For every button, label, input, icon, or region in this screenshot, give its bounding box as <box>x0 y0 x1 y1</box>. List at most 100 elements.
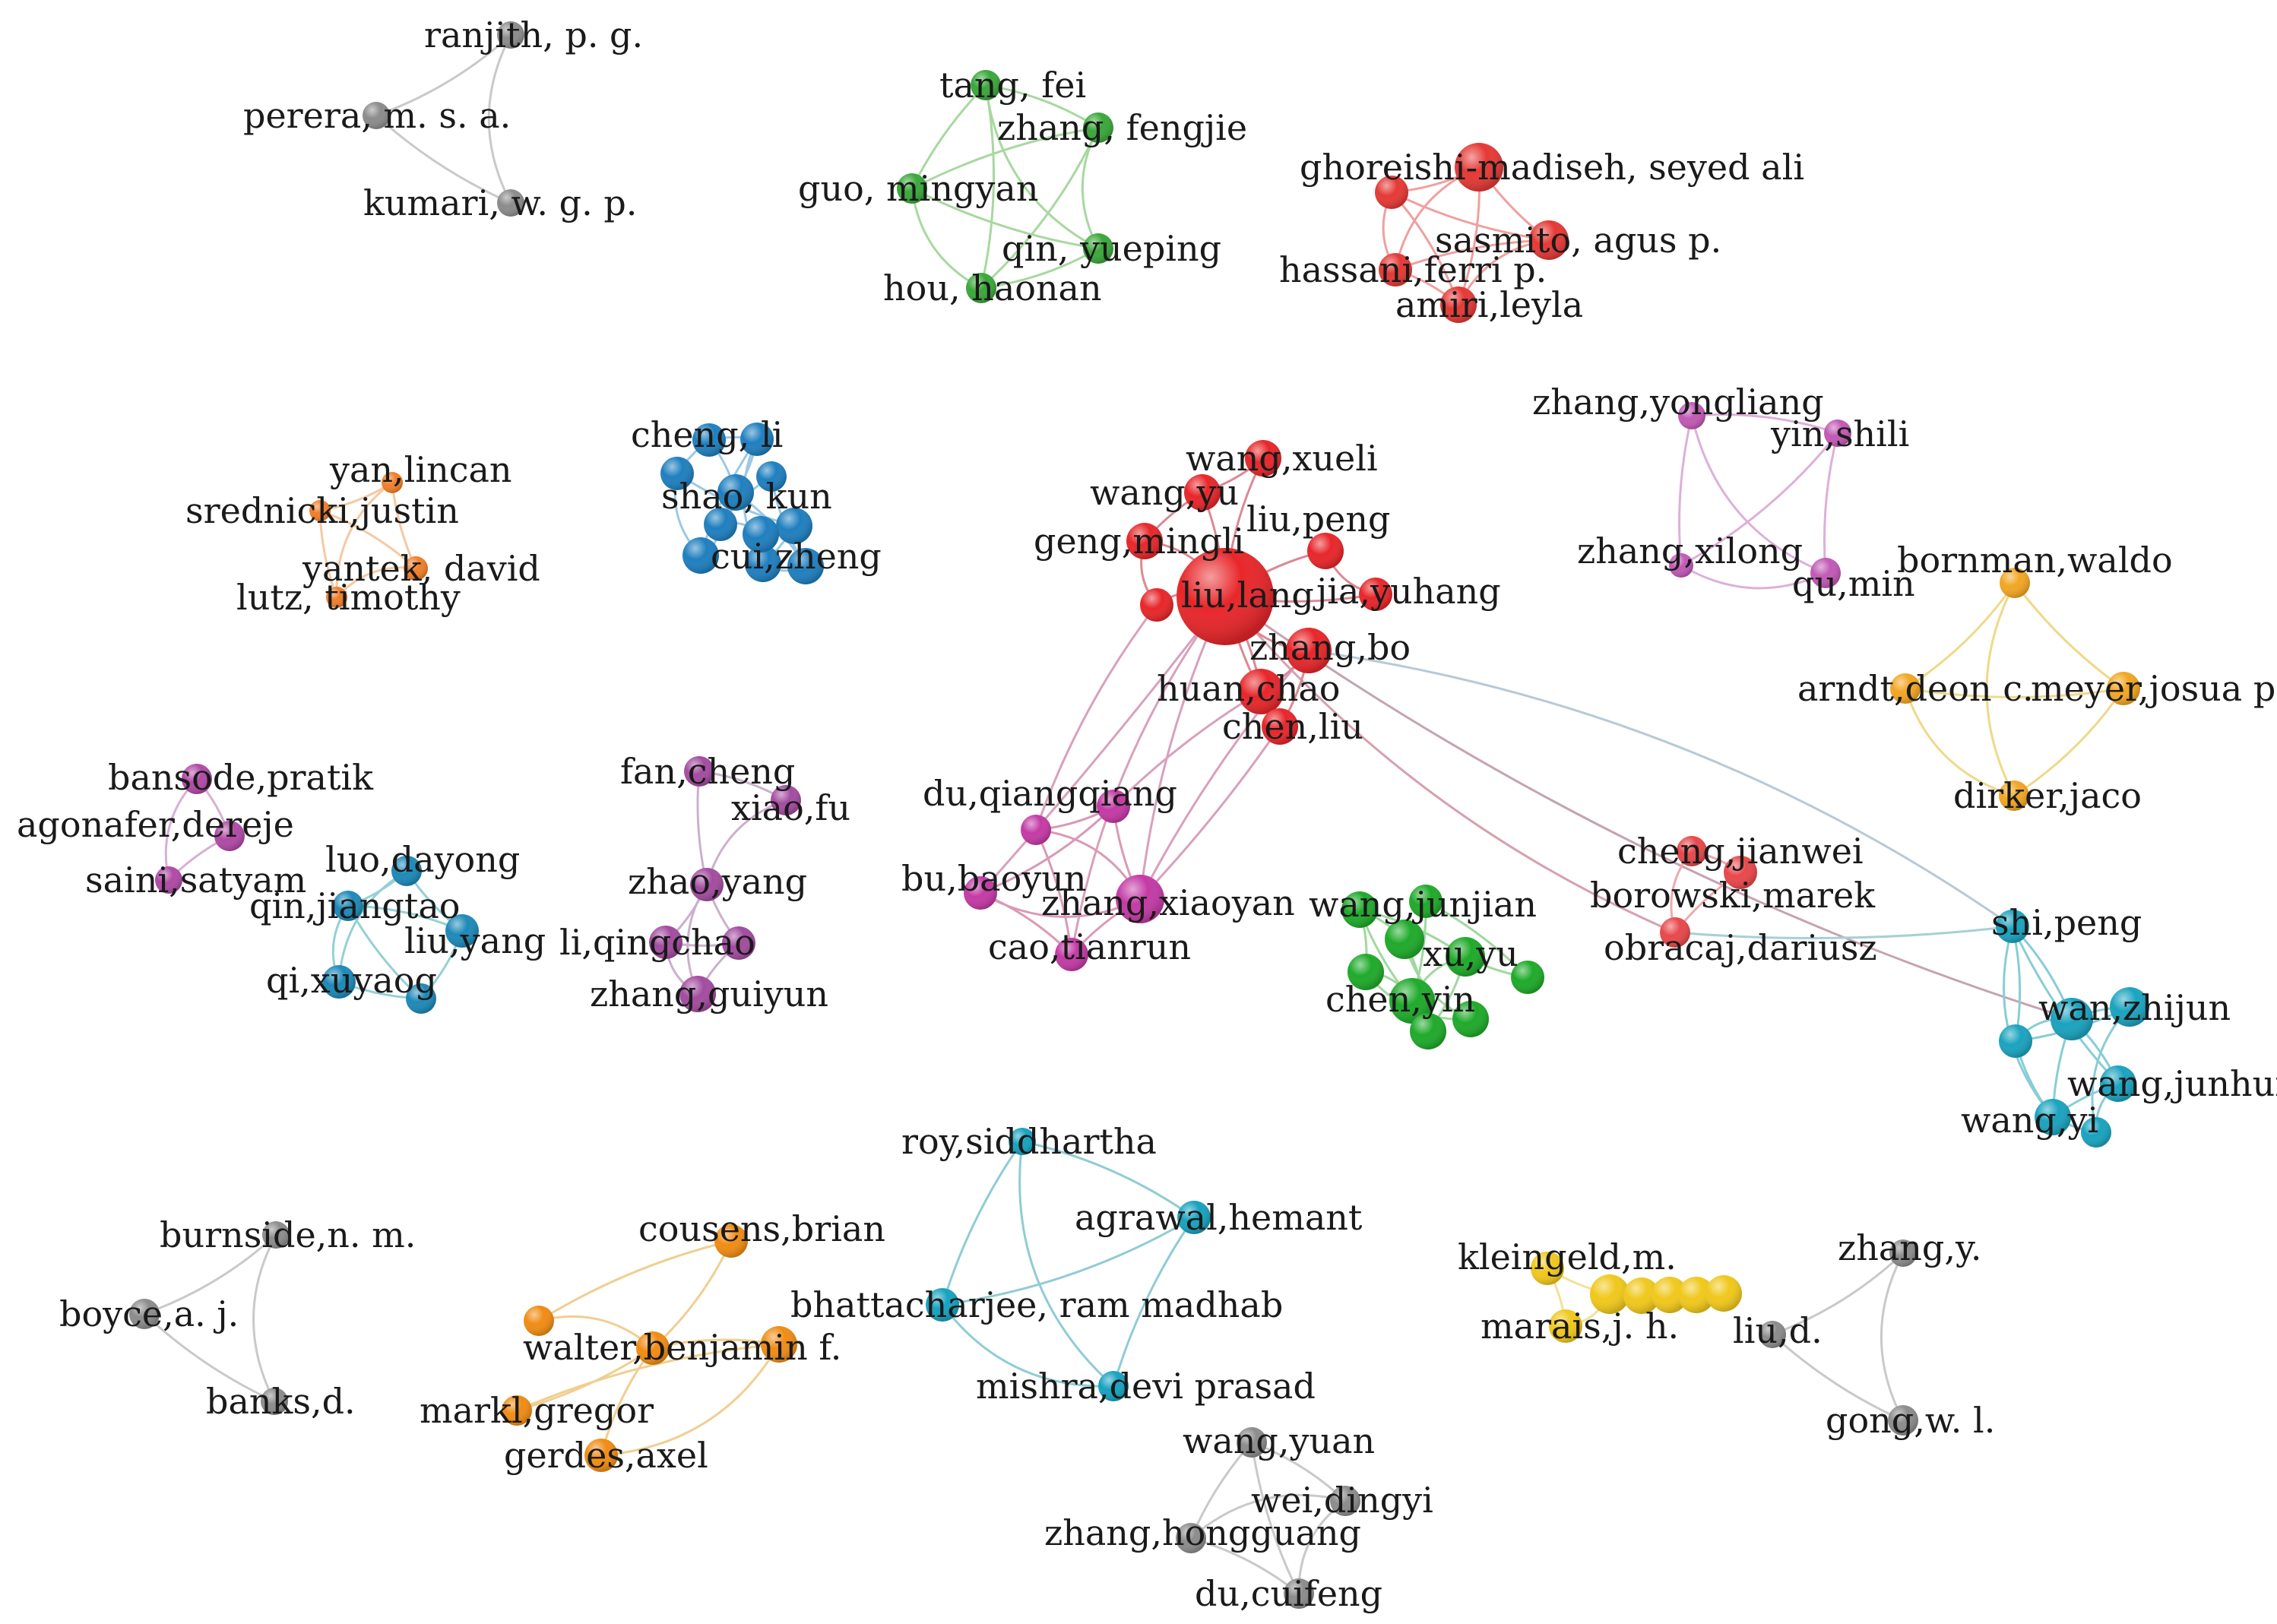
author-node[interactable] <box>1759 1321 1786 1348</box>
author-node[interactable] <box>1177 1201 1211 1234</box>
author-node[interactable] <box>684 756 714 787</box>
author-node[interactable] <box>2035 1099 2071 1135</box>
author-node[interactable] <box>787 548 824 584</box>
author-node[interactable] <box>524 1306 554 1336</box>
author-node[interactable] <box>771 785 801 815</box>
author-node[interactable] <box>1116 875 1164 923</box>
author-node[interactable] <box>1176 1523 1206 1553</box>
author-node[interactable] <box>926 1288 959 1322</box>
author-node[interactable] <box>682 537 719 574</box>
author-node[interactable] <box>1126 523 1163 559</box>
author-node[interactable] <box>1705 1275 1742 1312</box>
author-node[interactable] <box>584 1439 618 1472</box>
author-node[interactable] <box>309 500 331 521</box>
author-node[interactable] <box>1245 440 1281 476</box>
author-node[interactable] <box>1446 937 1485 977</box>
author-node[interactable] <box>1021 815 1051 845</box>
author-node[interactable] <box>1531 1252 1564 1285</box>
author-node[interactable] <box>964 876 997 910</box>
author-node[interactable] <box>679 976 716 1012</box>
author-node[interactable] <box>261 1388 288 1415</box>
author-node[interactable] <box>1098 1371 1129 1401</box>
author-node[interactable] <box>1677 836 1707 866</box>
author-node[interactable] <box>1888 1405 1918 1436</box>
author-node[interactable] <box>1238 669 1284 714</box>
author-node[interactable] <box>1284 1578 1314 1609</box>
author-node[interactable] <box>966 273 996 303</box>
author-node[interactable] <box>1262 708 1298 745</box>
author-node[interactable] <box>745 546 781 582</box>
author-node[interactable] <box>761 1326 797 1363</box>
author-node[interactable] <box>743 516 779 552</box>
author-node[interactable] <box>2110 987 2149 1027</box>
author-node[interactable] <box>2051 998 2093 1040</box>
author-node[interactable] <box>690 868 724 901</box>
author-node[interactable] <box>1669 553 1693 578</box>
author-node[interactable] <box>1652 1277 1688 1313</box>
author-node[interactable] <box>1824 419 1851 447</box>
author-node[interactable] <box>897 173 927 204</box>
author-node[interactable] <box>182 764 212 794</box>
author-node[interactable] <box>1409 885 1443 918</box>
author-node[interactable] <box>129 1299 160 1329</box>
author-node[interactable] <box>714 1224 748 1258</box>
author-node[interactable] <box>1889 1239 1917 1267</box>
author-node[interactable] <box>382 472 403 493</box>
author-node[interactable] <box>1083 112 1113 143</box>
author-node[interactable] <box>2107 672 2140 705</box>
author-node[interactable] <box>1083 233 1113 264</box>
author-node[interactable] <box>756 461 787 492</box>
author-node[interactable] <box>1549 1309 1582 1343</box>
author-node[interactable] <box>2100 1065 2136 1102</box>
author-node[interactable] <box>404 556 428 581</box>
author-node[interactable] <box>1724 856 1757 889</box>
author-node[interactable] <box>333 891 363 921</box>
author-node[interactable] <box>1660 917 1690 948</box>
author-node[interactable] <box>497 189 524 217</box>
author-node[interactable] <box>649 926 682 959</box>
author-node[interactable] <box>1999 1024 2032 1058</box>
author-node[interactable] <box>1529 220 1569 260</box>
author-node[interactable] <box>722 926 755 960</box>
author-node[interactable] <box>1375 176 1408 209</box>
author-node[interactable] <box>1440 286 1477 323</box>
author-node[interactable] <box>1410 1013 1446 1049</box>
author-node[interactable] <box>1385 920 1424 959</box>
author-node[interactable] <box>1140 588 1173 622</box>
author-node[interactable] <box>155 866 182 894</box>
author-node[interactable] <box>391 856 422 886</box>
author-node[interactable] <box>406 983 436 1014</box>
author-node[interactable] <box>2081 1117 2111 1148</box>
author-node[interactable] <box>776 508 812 544</box>
author-node[interactable] <box>717 474 754 511</box>
author-node[interactable] <box>1455 143 1503 192</box>
author-node[interactable] <box>1184 474 1221 511</box>
author-node[interactable] <box>740 423 774 456</box>
author-node[interactable] <box>2000 568 2030 598</box>
author-node[interactable] <box>1330 1486 1360 1516</box>
author-node[interactable] <box>1286 628 1332 673</box>
author-node[interactable] <box>1009 1128 1036 1155</box>
author-node[interactable] <box>1999 780 2029 811</box>
author-node[interactable] <box>1389 978 1435 1024</box>
author-node[interactable] <box>1348 954 1384 990</box>
author-node[interactable] <box>1810 558 1841 588</box>
author-node[interactable] <box>326 587 347 608</box>
author-node[interactable] <box>636 1331 670 1365</box>
author-node[interactable] <box>1177 548 1274 645</box>
author-node[interactable] <box>445 914 479 948</box>
author-node[interactable] <box>1511 961 1544 994</box>
author-node[interactable] <box>660 457 694 490</box>
author-node[interactable] <box>1341 891 1378 928</box>
author-node[interactable] <box>1097 790 1130 823</box>
author-node[interactable] <box>363 102 390 129</box>
author-node[interactable] <box>1055 938 1088 971</box>
author-node[interactable] <box>322 965 356 999</box>
author-node[interactable] <box>502 1395 532 1426</box>
author-node[interactable] <box>1678 1277 1715 1313</box>
author-node[interactable] <box>971 70 1001 100</box>
author-node[interactable] <box>1623 1277 1660 1314</box>
author-node[interactable] <box>1890 673 1921 704</box>
author-node[interactable] <box>1359 578 1392 611</box>
author-node[interactable] <box>1307 533 1344 569</box>
